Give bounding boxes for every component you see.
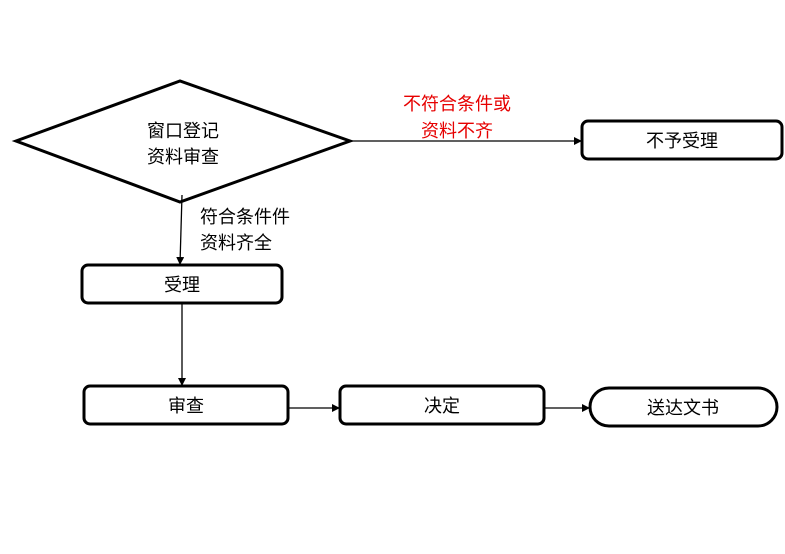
reject-condition-line2: 资料不齐 [421,121,493,142]
reject-node: 不予受理 [580,119,784,161]
deliver-label: 送达文书 [647,398,719,419]
accept-condition-line1: 符合条件件 [200,207,290,228]
review-window-label-line1: 窗口登记 [147,121,219,142]
deliver-node: 送达文书 [588,386,779,428]
review-window-node: 窗口登记 资料审查 [11,79,355,204]
edge-to-accept-line [176,194,185,265]
edge-to-reject: 不符合条件或 资料不齐 [350,94,582,145]
accept-label: 受理 [164,275,200,296]
examine-node: 审查 [82,384,290,426]
decide-box [338,384,546,426]
decide-node: 决定 [338,384,546,426]
accept-box [80,263,284,305]
accept-condition-line2: 资料齐全 [200,233,272,254]
review-window-label-line2: 资料审查 [147,147,219,168]
examine-box [82,384,290,426]
reject-label: 不予受理 [646,131,718,152]
examine-label: 审查 [168,396,204,417]
reject-box [580,119,784,161]
deliver-terminator [588,386,779,428]
accept-node: 受理 [80,263,284,305]
decide-label: 决定 [424,396,460,417]
reject-condition-line1: 不符合条件或 [403,94,511,115]
edge-to-accept: 符合条件件 资料齐全 [176,194,290,265]
